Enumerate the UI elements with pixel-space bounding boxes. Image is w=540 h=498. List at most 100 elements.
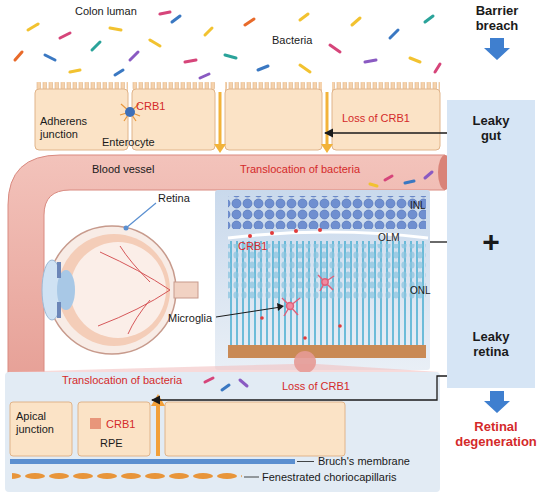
rpe-section bbox=[165, 402, 345, 456]
retina-section bbox=[282, 275, 334, 316]
rpe-section bbox=[205, 378, 213, 382]
bacteria bbox=[15, 12, 440, 78]
edge-label: Loss of CRB1 bbox=[342, 112, 437, 125]
bacteria bbox=[60, 33, 70, 38]
part-label: Adherens junction bbox=[40, 115, 100, 140]
eye bbox=[48, 226, 176, 354]
eye bbox=[98, 246, 170, 334]
retina-section bbox=[228, 196, 426, 229]
bacteria bbox=[365, 60, 376, 62]
magnifier-cone bbox=[5, 351, 440, 373]
retina-section bbox=[318, 228, 322, 232]
protein-label: CRB1 bbox=[238, 240, 273, 253]
edge-label: Loss of CRB1 bbox=[282, 380, 372, 393]
plus-sign: + bbox=[447, 225, 535, 260]
rpe-section bbox=[78, 402, 150, 456]
rpe-section bbox=[5, 372, 440, 492]
eye bbox=[70, 242, 166, 338]
eye bbox=[57, 302, 61, 318]
retina-section bbox=[303, 336, 307, 340]
bacteria bbox=[15, 52, 22, 60]
barrier-arrows bbox=[484, 38, 510, 60]
connector-arrow bbox=[152, 376, 447, 400]
bacteria bbox=[352, 18, 360, 25]
cell-label: RPE bbox=[100, 437, 140, 450]
rpe-section bbox=[12, 472, 242, 481]
eye bbox=[57, 262, 61, 278]
bacteria bbox=[435, 64, 440, 72]
enterocyte-layer bbox=[35, 82, 440, 150]
part-label: Bacteria bbox=[272, 34, 332, 47]
state-label: Leaky gut bbox=[466, 114, 516, 144]
connector-arrow bbox=[325, 132, 447, 133]
bacteria bbox=[28, 24, 38, 30]
bacteria bbox=[92, 42, 100, 50]
rpe-section bbox=[156, 404, 160, 456]
bacteria bbox=[172, 16, 180, 22]
rpe-section bbox=[222, 385, 229, 390]
bacteria bbox=[410, 58, 420, 62]
part-label: Retina bbox=[158, 192, 203, 205]
retina-section bbox=[338, 324, 342, 328]
adherens-junction bbox=[125, 107, 135, 117]
bacteria bbox=[425, 16, 433, 22]
state-label: Leaky retina bbox=[466, 330, 516, 360]
leak-arrows bbox=[326, 92, 329, 146]
eye bbox=[126, 203, 156, 228]
part-label: Blood vessel bbox=[92, 163, 172, 176]
blood-vessel bbox=[405, 181, 414, 183]
enterocyte-layer bbox=[225, 89, 322, 150]
rpe-section bbox=[244, 477, 259, 478]
rpe-cell-group: Apical junction CRB1RPE bbox=[10, 395, 152, 458]
protein-label: CRB1 bbox=[106, 418, 146, 431]
retina-section bbox=[215, 190, 430, 370]
bacteria bbox=[200, 74, 209, 78]
cell-label: Microglia bbox=[168, 312, 218, 325]
blood-vessel bbox=[425, 172, 432, 178]
bacteria bbox=[160, 12, 170, 14]
rpe-section bbox=[240, 380, 247, 386]
rpe-section bbox=[10, 402, 72, 456]
retina-section bbox=[322, 279, 328, 285]
retina-section bbox=[287, 303, 294, 310]
bacteria bbox=[130, 52, 138, 60]
retina-section bbox=[228, 244, 426, 300]
retina-section bbox=[248, 234, 252, 238]
bacteria bbox=[45, 55, 55, 60]
blood-vessel bbox=[385, 176, 392, 180]
bacteria bbox=[390, 30, 398, 38]
bacteria bbox=[185, 60, 196, 62]
bacteria bbox=[150, 40, 160, 46]
protein-label: CRB1 bbox=[136, 100, 176, 113]
layer-label: OLM bbox=[378, 232, 404, 244]
bacteria bbox=[300, 14, 308, 20]
retina-section bbox=[260, 316, 264, 320]
rpe-inset: Translocation of bacteriaBruch's membran… bbox=[5, 370, 440, 492]
retina-section bbox=[228, 345, 426, 358]
bacteria bbox=[205, 28, 212, 35]
layer-label: ONL bbox=[410, 285, 432, 297]
bacteria bbox=[300, 65, 310, 72]
rpe-section bbox=[151, 394, 165, 406]
leak-arrows bbox=[214, 144, 226, 153]
barrier-arrows bbox=[484, 391, 510, 413]
eye bbox=[58, 234, 170, 346]
region-label: Colon luman bbox=[75, 5, 155, 18]
magnifier-cone bbox=[5, 364, 440, 372]
blood-vessel bbox=[370, 172, 432, 186]
retina-section bbox=[277, 303, 284, 311]
leak-arrows bbox=[321, 144, 333, 153]
enterocyte-layer bbox=[332, 89, 440, 150]
leak-arrows bbox=[214, 92, 333, 153]
gut-epithelium: Adherens junctionCRB1Enterocyte bbox=[35, 88, 325, 150]
part-label: Apical junction bbox=[16, 410, 68, 435]
process-label: Translocation of bacteria bbox=[240, 163, 380, 176]
process-label: Barrier breach bbox=[465, 4, 529, 34]
rpe-section bbox=[90, 418, 101, 429]
rpe-section bbox=[297, 461, 314, 462]
retina-section bbox=[294, 229, 298, 233]
eye bbox=[42, 203, 198, 354]
bacteria bbox=[225, 55, 236, 58]
